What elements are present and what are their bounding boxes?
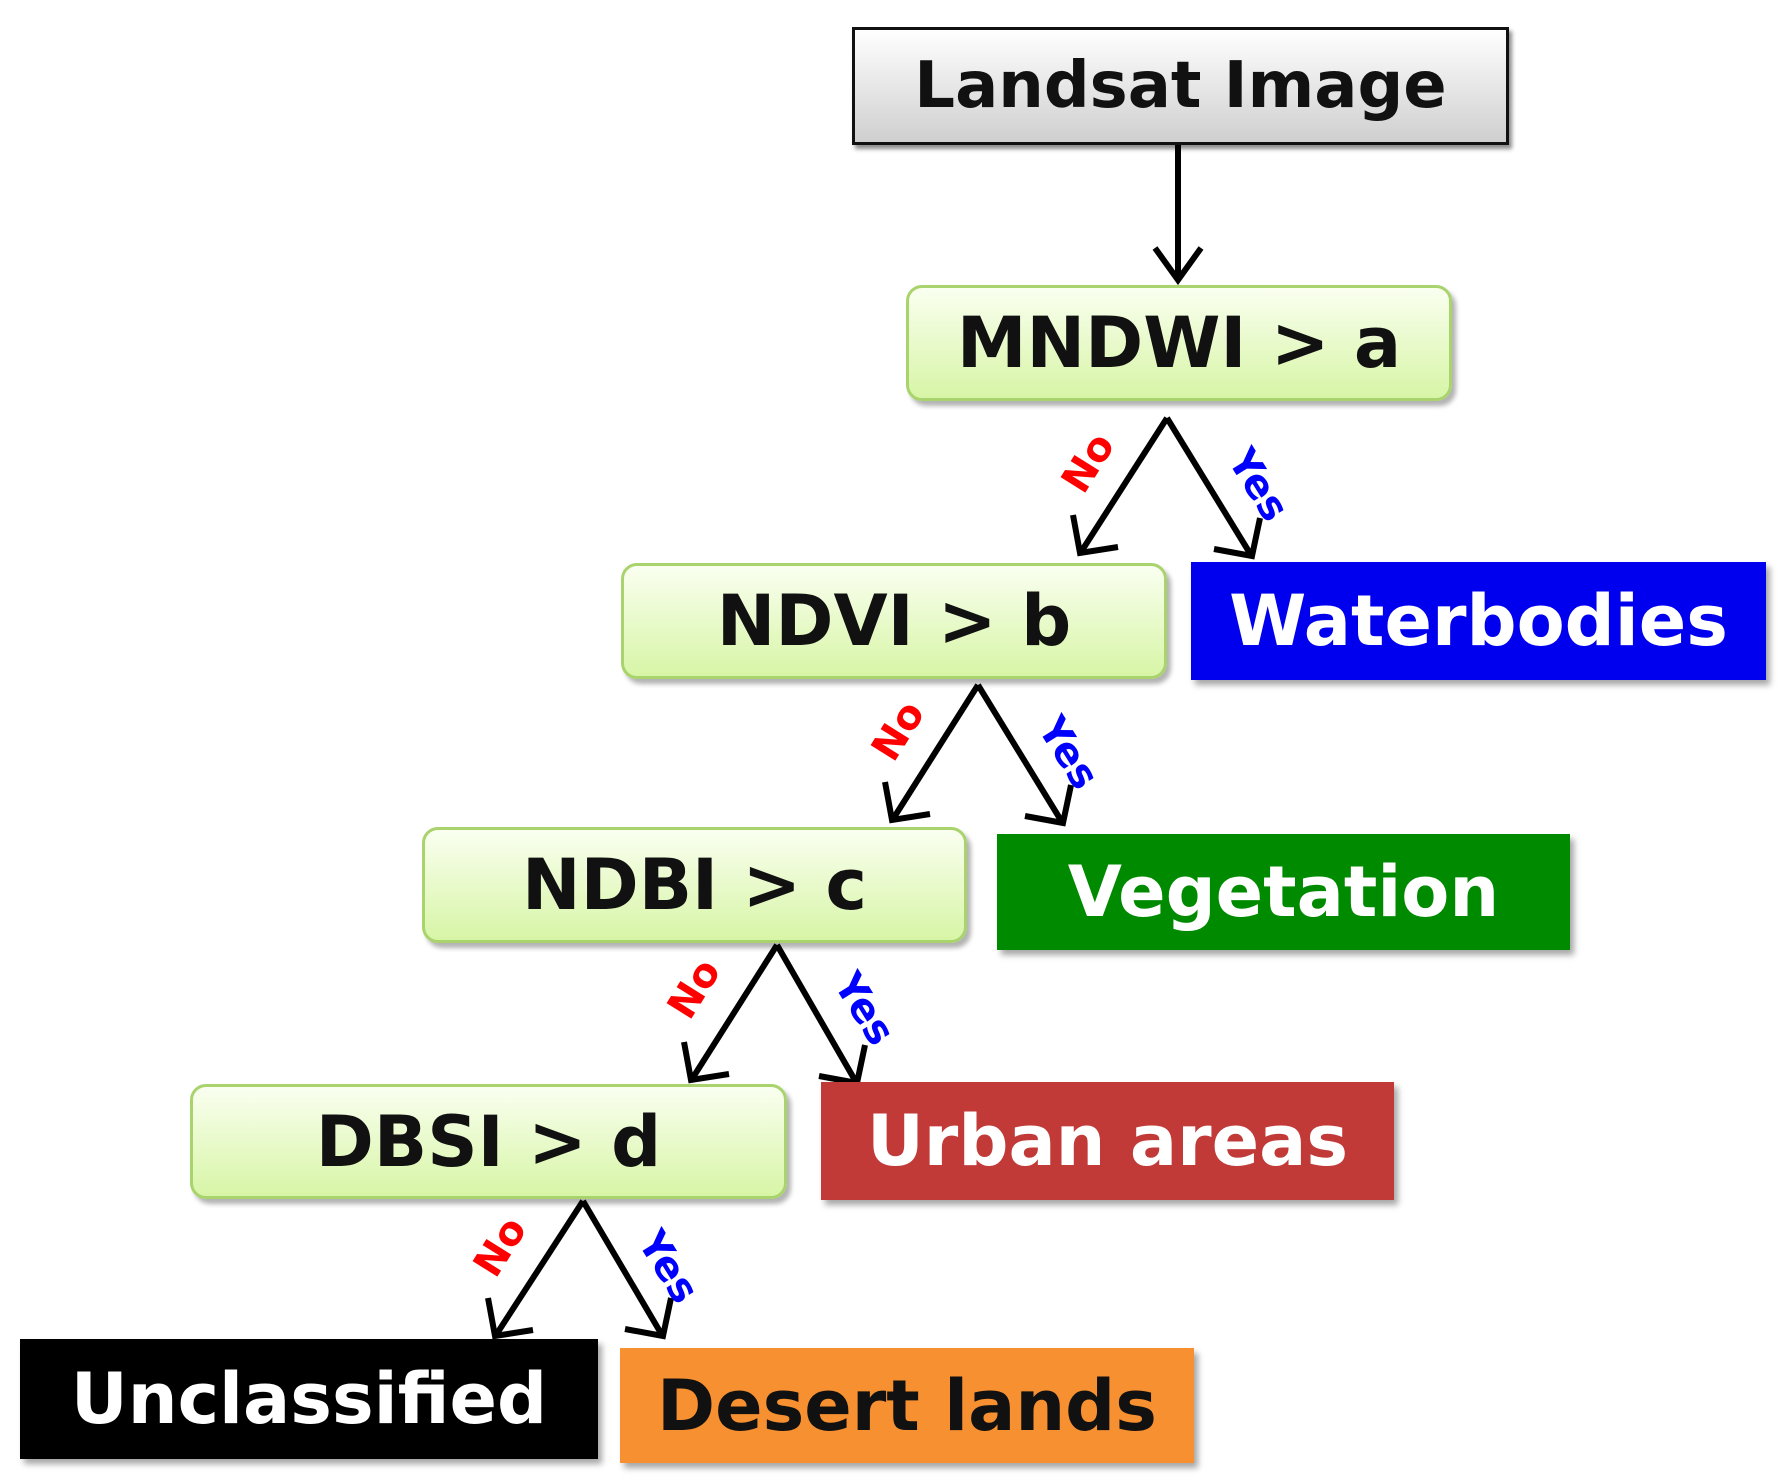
- waterbodies-class: Waterbodies: [1191, 562, 1766, 680]
- dbsi-decision: DBSI > d: [190, 1084, 787, 1199]
- landsat-image-box: Landsat Image: [852, 27, 1509, 145]
- arrow-dbsi-no: [485, 1199, 586, 1340]
- arrow-ndvi-yes: [975, 683, 1074, 827]
- vegetation-class: Vegetation: [997, 834, 1570, 950]
- desert-lands-class: Desert lands: [620, 1348, 1194, 1463]
- arrow-dbsi-yes: [580, 1199, 674, 1340]
- arrow-mndwi-yes: [1164, 416, 1263, 560]
- arrow-ndvi-no: [882, 683, 981, 824]
- arrow-ndbi-no: [681, 943, 780, 1084]
- arrow-start-to-mndwi: [1152, 145, 1204, 286]
- unclassified-class: Unclassified: [20, 1339, 598, 1459]
- urban-areas-class: Urban areas: [821, 1082, 1394, 1200]
- mndwi-decision: MNDWI > a: [906, 285, 1452, 401]
- ndbi-decision: NDBI > c: [422, 827, 967, 943]
- ndvi-decision: NDVI > b: [621, 563, 1167, 679]
- arrow-mndwi-no: [1070, 416, 1170, 557]
